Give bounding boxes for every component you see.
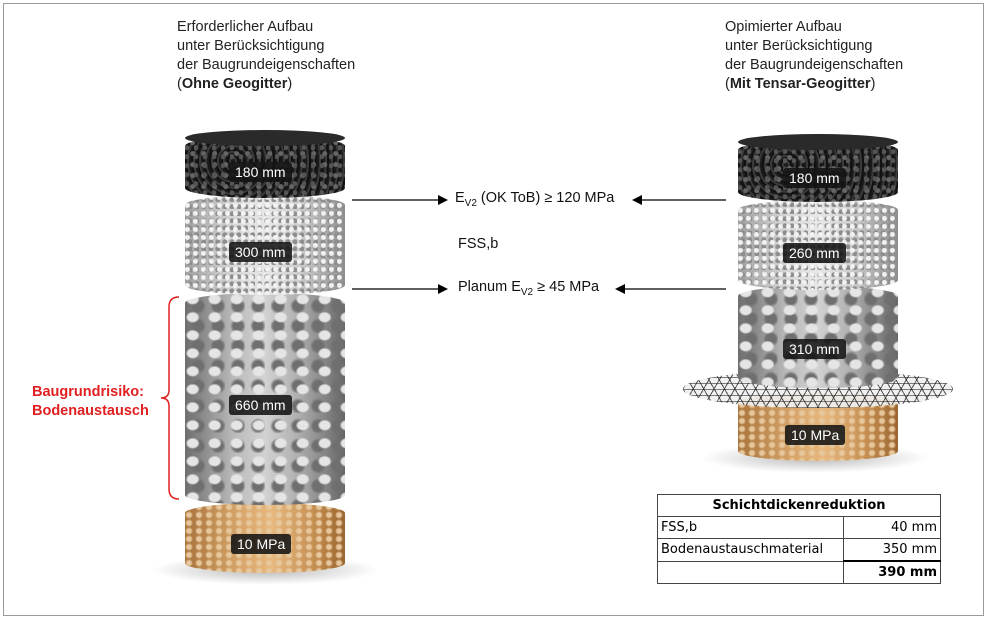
table-header-row: Schichtdickenreduktion xyxy=(658,495,941,517)
table-row: Bodenaustauschmaterial 350 mm xyxy=(658,539,941,562)
ev2-top-text: EV2 (OK ToB) ≥ 120 MPa xyxy=(455,190,614,209)
right-label-subgrade: 10 MPa xyxy=(785,425,845,445)
left-label-asphalt: 180 mm xyxy=(229,162,292,182)
left-heading-line4: (Ohne Geogitter) xyxy=(177,75,355,94)
right-layer-subbase xyxy=(738,286,898,388)
fss-text: FSS,b xyxy=(458,236,498,252)
right-label-subbase: 310 mm xyxy=(783,339,846,359)
risk-bracket xyxy=(155,295,185,501)
table-row: FSS,b 40 mm xyxy=(658,517,941,539)
left-heading-line1: Erforderlicher Aufbau xyxy=(177,18,355,37)
left-heading-line2: unter Berücksichtigung xyxy=(177,37,355,56)
right-heading-line4: (Mit Tensar-Geogitter) xyxy=(725,75,903,94)
right-column-top xyxy=(738,134,898,150)
left-heading-line3: der Baugrundeigenschaften xyxy=(177,56,355,75)
table-cell-empty xyxy=(658,561,844,584)
table-cell-label: FSS,b xyxy=(658,517,844,539)
paren-close: ) xyxy=(287,76,292,92)
left-label-soil-replacement: 660 mm xyxy=(229,395,292,415)
risk-text: Baugrundrisiko: Bodenaustausch xyxy=(32,383,149,421)
right-heading-line2: unter Berücksichtigung xyxy=(725,37,903,56)
table-total-value: 390 mm xyxy=(844,561,941,584)
arrow-left-top xyxy=(350,193,450,207)
right-heading-line1: Opimierter Aufbau xyxy=(725,18,903,37)
paren-close: ) xyxy=(871,76,876,92)
right-heading-bold: Mit Tensar-Geogitter xyxy=(730,76,871,92)
table-cell-value: 40 mm xyxy=(844,517,941,539)
left-column-top xyxy=(185,130,345,146)
arrow-right-top xyxy=(632,193,728,207)
right-heading-line3: der Baugrundeigenschaften xyxy=(725,56,903,75)
right-heading: Opimierter Aufbau unter Berücksichtigung… xyxy=(725,18,903,94)
right-label-asphalt: 180 mm xyxy=(783,168,846,188)
arrow-right-bottom xyxy=(615,282,728,296)
risk-line1: Baugrundrisiko: xyxy=(32,383,149,402)
left-label-base: 300 mm xyxy=(229,242,292,262)
table-cell-value: 350 mm xyxy=(844,539,941,562)
left-heading-bold: Ohne Geogitter xyxy=(182,76,288,92)
left-label-subgrade: 10 MPa xyxy=(231,534,291,554)
right-label-base: 260 mm xyxy=(783,243,846,263)
left-heading: Erforderlicher Aufbau unter Berücksichti… xyxy=(177,18,355,94)
table-header: Schichtdickenreduktion xyxy=(658,495,941,517)
table-cell-label: Bodenaustauschmaterial xyxy=(658,539,844,562)
table-total-row: 390 mm xyxy=(658,561,941,584)
planum-text: Planum EV2 ≥ 45 MPa xyxy=(458,279,599,298)
risk-line2: Bodenaustausch xyxy=(32,402,149,421)
reduction-table: Schichtdickenreduktion FSS,b 40 mm Boden… xyxy=(657,494,941,584)
arrow-left-bottom xyxy=(350,282,450,296)
